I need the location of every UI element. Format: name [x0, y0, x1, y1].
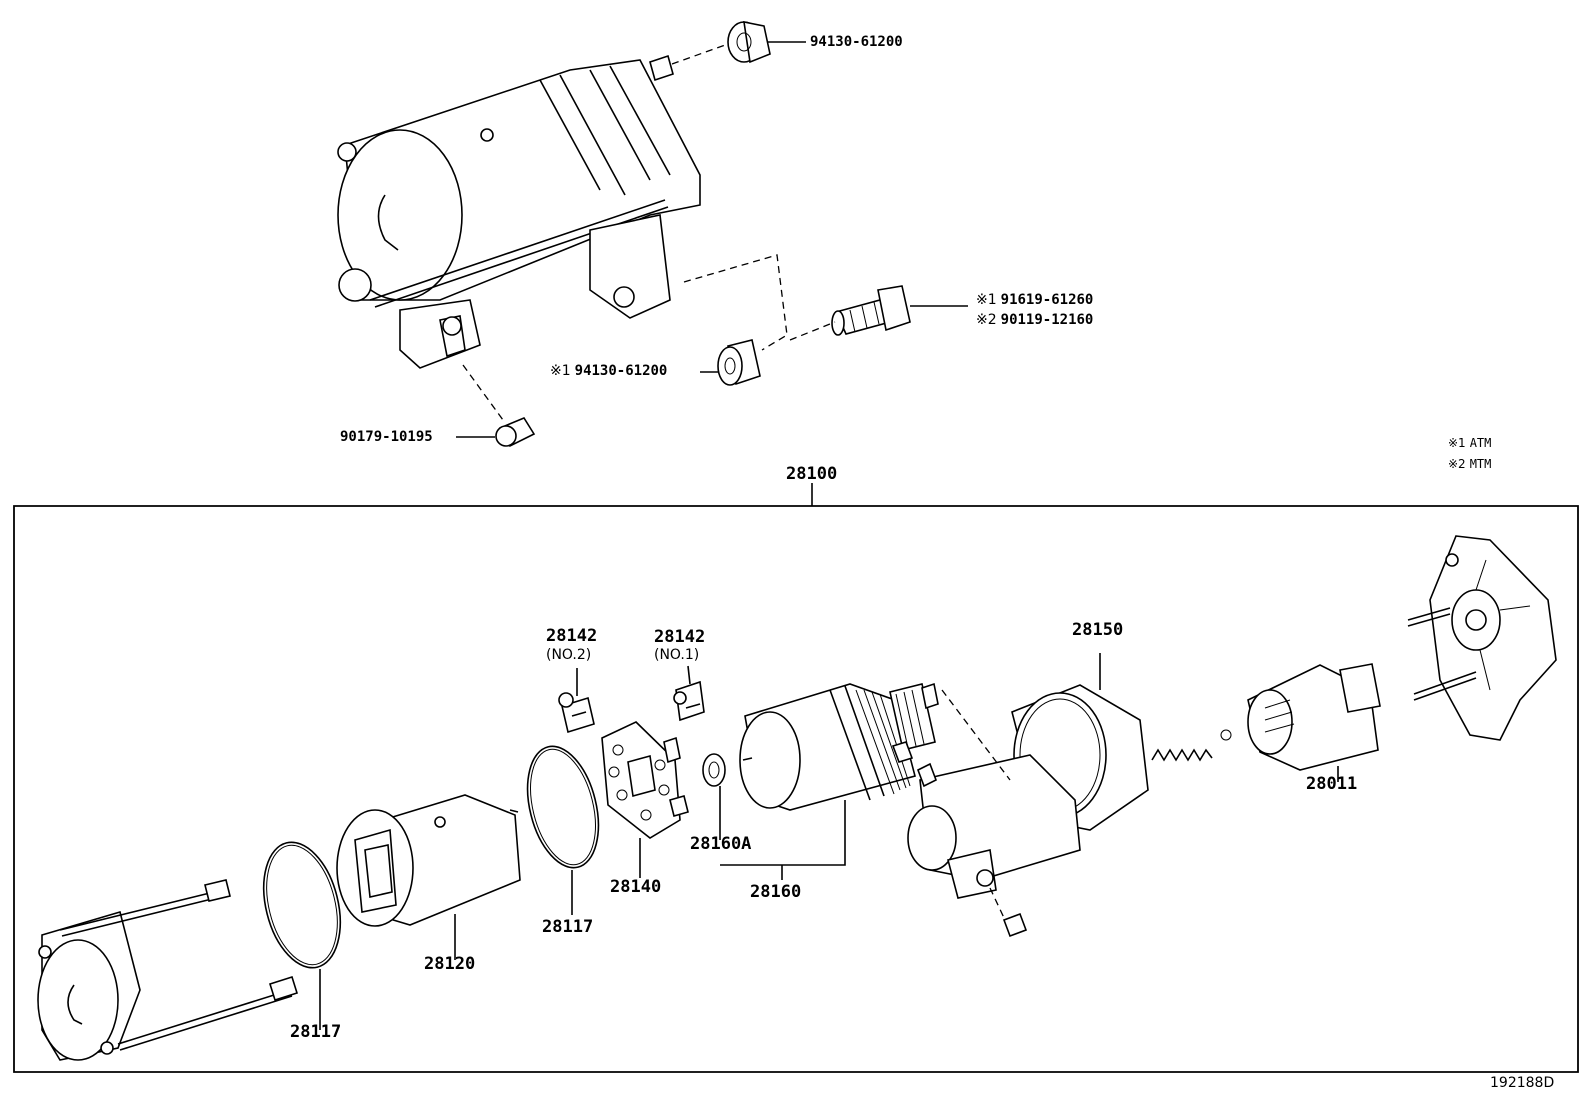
leader-bolt-dashed-2 — [789, 321, 836, 341]
leader-bushing-top — [671, 43, 729, 65]
callout-armature: 28160 — [750, 882, 802, 902]
brush-plate — [601, 721, 689, 839]
assembly-frame — [13, 505, 1579, 1073]
leader-nut-dashed — [462, 364, 504, 421]
assembled-starter — [337, 54, 701, 369]
switch-nut — [1002, 912, 1028, 938]
oring-mid — [526, 745, 600, 869]
callout-nut: 90179-10195 — [340, 429, 433, 445]
armature — [739, 682, 939, 811]
callout-switch: 28150 — [1072, 620, 1124, 640]
starter-clutch — [1247, 663, 1381, 771]
callout-bushing-top: 94130-61200 — [810, 34, 903, 50]
brush-holder-no1 — [673, 680, 705, 722]
drive-housing — [1407, 535, 1557, 741]
yoke — [336, 794, 521, 927]
callout-brush-holder-no1-sub: (NO.1) — [654, 647, 700, 663]
bushing-top — [727, 20, 771, 64]
brush-holder-no2 — [558, 692, 595, 734]
callout-oring-mid: 28117 — [542, 917, 594, 937]
callout-assembly: 28100 — [786, 464, 838, 484]
magnetic-switch — [891, 684, 1149, 899]
leader-armature — [720, 800, 846, 866]
callout-bolt-a-mark: ※1 — [976, 292, 997, 308]
figure-id: 192188D — [1490, 1075, 1555, 1091]
callout-oring-left: 28117 — [290, 1022, 342, 1042]
callout-brush-holder-no2: 28142 — [546, 626, 598, 646]
callout-brush-holder-no1: 28142 — [654, 627, 706, 647]
oring-left — [262, 841, 342, 969]
leader-switch-dashed — [941, 689, 1011, 781]
callout-clutch: 28011 — [1306, 774, 1358, 794]
legend-item-1-text: ATM — [1469, 436, 1492, 450]
end-cover — [37, 879, 299, 1061]
leader-switch-nut-dashed — [989, 887, 1006, 921]
callout-brush-holder-no2-sub: (NO.2) — [546, 647, 592, 663]
bolt — [831, 285, 911, 336]
leader-brush-holder-no1 — [687, 665, 691, 685]
bearing — [702, 753, 726, 787]
spring — [1151, 748, 1213, 762]
legend-item-2-mark: ※2 — [1448, 457, 1466, 471]
callout-bushing-lower-number: 94130-61200 — [574, 363, 668, 379]
nut — [495, 417, 536, 448]
callout-brush-plate: 28140 — [610, 877, 662, 897]
callout-yoke: 28120 — [424, 954, 476, 974]
legend-item-2-text: MTM — [1469, 457, 1492, 471]
callout-bushing-lower-mark: ※1 — [550, 363, 571, 379]
callout-bolt-b-number: 90119-12160 — [1000, 312, 1094, 328]
leader-bolt-dashed — [683, 254, 788, 351]
legend-item-1-mark: ※1 — [1448, 436, 1466, 450]
ball — [1220, 729, 1232, 741]
callout-bearing: 28160A — [690, 834, 752, 854]
bushing-lower — [717, 339, 761, 386]
callout-bolt-b-mark: ※2 — [976, 312, 997, 328]
callout-bolt-a-number: 91619-61260 — [1000, 292, 1094, 308]
